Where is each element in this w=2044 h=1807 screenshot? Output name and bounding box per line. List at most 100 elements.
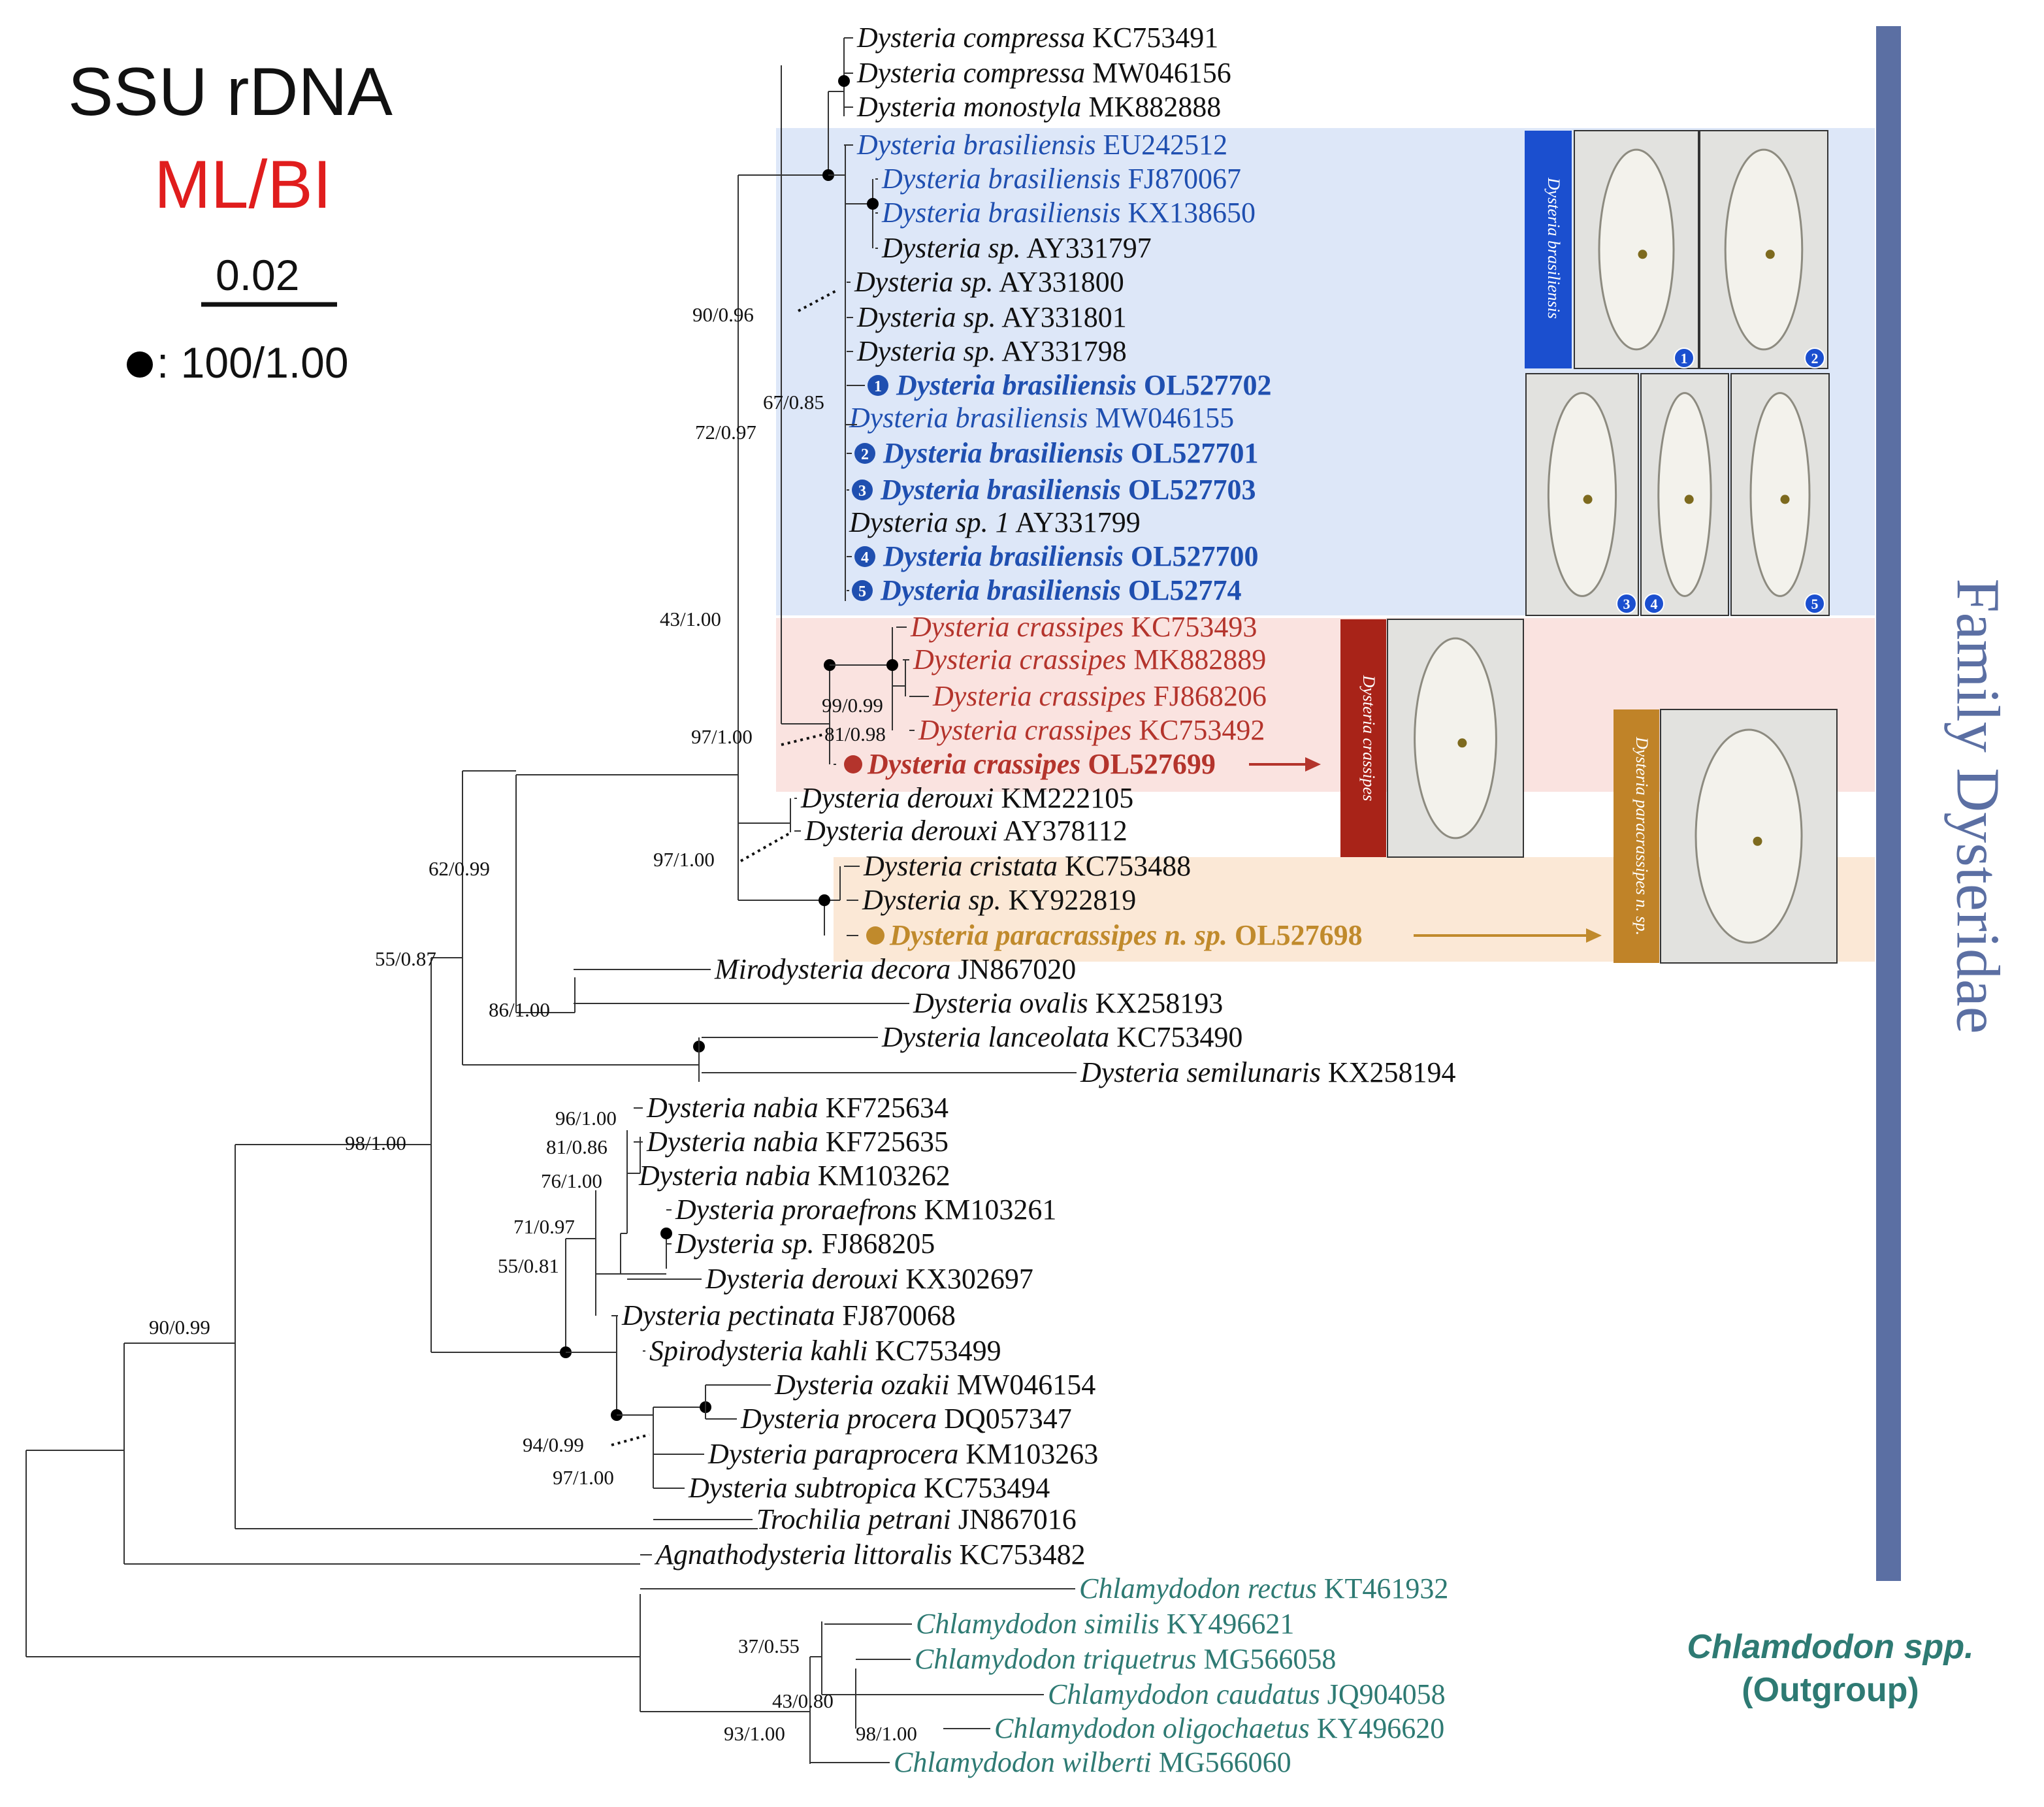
- taxon-accession: AY331798: [996, 335, 1127, 367]
- taxon-species: Dysteria semilunaris: [1080, 1056, 1321, 1088]
- support-value: 43/0.80: [772, 1689, 834, 1712]
- taxon-label: Chlamydodon similis KY496621: [916, 1608, 1294, 1640]
- taxon-accession: KY922819: [1001, 884, 1137, 916]
- taxon-label: Dysteria sp. AY331801: [856, 301, 1127, 333]
- micrograph-2-cell: [1724, 148, 1804, 351]
- micrograph-badge: [1804, 348, 1825, 368]
- taxon-accession: OL527703: [1121, 474, 1256, 506]
- legend-key: : 100/1.00: [157, 338, 349, 387]
- micrograph-badge: [1616, 593, 1637, 614]
- taxon-species: Dysteria cristata: [863, 850, 1058, 882]
- full-support-dot: [867, 198, 879, 210]
- taxon-label: Dysteria crassipes OL527699: [867, 748, 1216, 780]
- micrograph-1-cell: [1598, 148, 1675, 351]
- taxon-species: Dysteria brasiliensis: [849, 402, 1088, 434]
- taxon-label: Dysteria sp. AY331797: [881, 232, 1152, 264]
- taxon-label: Dysteria crassipes KC753492: [918, 714, 1265, 746]
- taxon-label: Dysteria brasiliensis FJ870067: [881, 163, 1241, 195]
- full-support-dot: [660, 1228, 672, 1239]
- taxon-species: Dysteria ozakii: [774, 1369, 950, 1401]
- taxon-species: Dysteria sp.: [856, 301, 996, 333]
- taxon-accession: KC753493: [1124, 611, 1257, 643]
- taxon-species: Dysteria procera: [740, 1403, 937, 1435]
- taxon-badge-number: 4: [861, 549, 869, 566]
- taxon-badge-number: 1: [874, 378, 882, 395]
- taxon-accession: KC753482: [952, 1538, 1085, 1571]
- taxon-label: Dysteria compressa MW046156: [856, 57, 1231, 89]
- taxon-species: Dysteria paraprocera: [707, 1438, 958, 1470]
- taxon-badge: [854, 443, 875, 464]
- taxon-accession: OL527699: [1080, 748, 1216, 780]
- taxon-species: Dysteria brasiliensis: [880, 574, 1121, 606]
- taxon-label: Chlamydodon wilberti MG566060: [894, 1746, 1291, 1778]
- support-value: 90/0.96: [692, 303, 754, 326]
- support-value: 72/0.97: [695, 421, 756, 444]
- taxon-label: Dysteria compressa KC753491: [856, 22, 1218, 54]
- micrograph-4-cell: [1657, 392, 1712, 597]
- taxon-accession: MW046154: [950, 1369, 1096, 1401]
- taxon-label: Agnathodysteria littoralis KC753482: [654, 1538, 1086, 1571]
- taxon-species: Dysteria crassipes: [932, 680, 1146, 712]
- taxon-species: Dysteria pectinata: [621, 1299, 835, 1331]
- taxon-accession: KC753494: [917, 1472, 1050, 1504]
- taxon-species: Dysteria sp.: [881, 232, 1021, 264]
- taxon-species: Dysteria sp.: [675, 1228, 815, 1260]
- taxon-label: Dysteria paracrassipes n. sp. OL527698: [889, 919, 1363, 951]
- taxon-label: Dysteria monostyla MK882888: [856, 91, 1221, 123]
- taxon-label: Dysteria subtropica KC753494: [688, 1472, 1050, 1504]
- taxon-species: Dysteria crassipes: [910, 611, 1124, 643]
- support-value: 98/1.00: [856, 1722, 917, 1745]
- taxon-accession: JN867020: [950, 953, 1076, 985]
- taxon-label: Dysteria brasiliensis OL527703: [880, 474, 1256, 506]
- family-label: Family Dysteridae: [1943, 578, 2011, 1034]
- micrograph-paracrassipes-inclusion: [1753, 836, 1762, 846]
- taxon-accession: KY496620: [1310, 1712, 1445, 1744]
- taxon-species: Dysteria crassipes: [918, 714, 1131, 746]
- micrograph-crassipes-cell: [1414, 637, 1497, 839]
- taxon-badge: [854, 546, 875, 567]
- support-value: 37/0.55: [738, 1635, 800, 1657]
- support-value: 97/1.00: [691, 725, 753, 748]
- taxon-species: Chlamydodon wilberti: [894, 1746, 1152, 1778]
- taxon-accession: AY331799: [1010, 506, 1141, 538]
- support-leader: [781, 733, 825, 746]
- taxon-accession: KC753499: [868, 1335, 1001, 1367]
- support-leader: [798, 289, 838, 312]
- taxon-species: Dysteria crassipes: [867, 748, 1080, 780]
- taxon-accession: KM103261: [917, 1194, 1057, 1226]
- new-sequence-dot: [844, 755, 862, 773]
- taxon-accession: KF725634: [819, 1092, 949, 1124]
- taxon-label: Dysteria brasiliensis KX138650: [881, 197, 1256, 229]
- support-value: 76/1.00: [541, 1169, 602, 1192]
- support-value: 93/1.00: [724, 1722, 785, 1745]
- micrograph-badge-number: 1: [1681, 350, 1688, 366]
- micrograph-badge-number: 3: [1623, 596, 1630, 612]
- legend-method: ML/BI: [154, 147, 332, 223]
- taxon-species: Dysteria brasiliensis: [881, 163, 1120, 195]
- taxon-label: Dysteria derouxi KM222105: [800, 782, 1133, 814]
- taxon-accession: DQ057347: [937, 1403, 1072, 1435]
- taxon-accession: OL527698: [1227, 919, 1363, 951]
- micrograph-badge: [1644, 593, 1664, 614]
- taxon-label: Chlamydodon oligochaetus KY496620: [994, 1712, 1444, 1744]
- taxon-label: Dysteria lanceolata KC753490: [881, 1021, 1242, 1053]
- taxon-accession: KM222105: [994, 782, 1133, 814]
- taxon-label: Dysteria brasiliensis OL527701: [883, 437, 1259, 469]
- taxon-species: Dysteria sp.: [856, 335, 996, 367]
- support-value: 97/1.00: [653, 848, 715, 871]
- taxon-species: Dysteria sp.: [862, 884, 1001, 916]
- taxon-species: Chlamydodon similis: [916, 1608, 1160, 1640]
- taxon-species: Dysteria derouxi: [705, 1263, 898, 1295]
- taxon-label: Chlamydodon triquetrus MG566058: [915, 1643, 1336, 1675]
- taxon-accession: KT461932: [1317, 1572, 1449, 1604]
- taxon-label: Dysteria derouxi KX302697: [705, 1263, 1033, 1295]
- outgroup-label-2: (Outgroup): [1742, 1671, 1919, 1709]
- taxon-label: Dysteria sp. AY331798: [856, 335, 1127, 367]
- paracrassipes-arrow-head: [1586, 928, 1602, 943]
- support-value: 62/0.99: [429, 857, 490, 880]
- support-leader: [740, 832, 790, 862]
- paracrassipes-micro-label: Dysteria paracrassipes n. sp.: [1632, 736, 1651, 936]
- taxon-species: Dysteria brasiliensis: [856, 129, 1095, 161]
- paracrassipes-micro-label-box: [1614, 709, 1659, 963]
- support-value: 90/0.99: [149, 1316, 210, 1339]
